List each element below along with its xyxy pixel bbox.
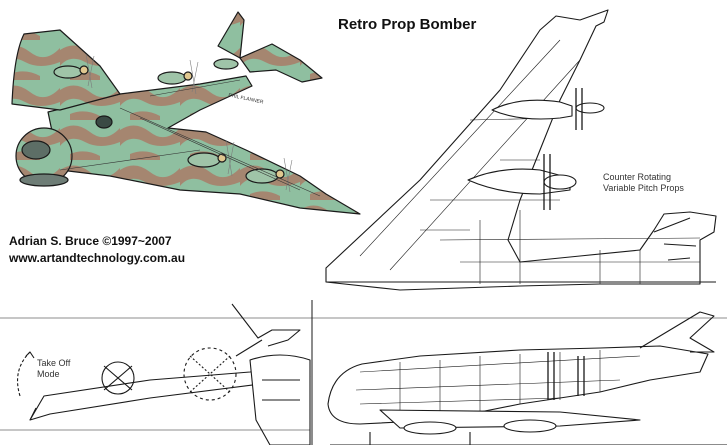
- top-engines: [467, 99, 605, 195]
- top-view: [325, 9, 717, 291]
- website-url: www.artandtechnology.com.au: [9, 251, 186, 265]
- takeoff-annotation-line2: Mode: [37, 369, 60, 379]
- props-annotation-line2: Variable Pitch Props: [603, 183, 684, 193]
- side-view-cruise: [327, 311, 727, 445]
- side-engines: [403, 352, 585, 435]
- takeoff-annotation-line1: Take Off: [37, 358, 71, 368]
- takeoff-props: [101, 347, 237, 401]
- props-annotation-line1: Counter Rotating: [603, 172, 672, 182]
- tail-fin-upper: [217, 11, 245, 59]
- fuselage: [327, 345, 709, 425]
- color-rendering: [11, 11, 361, 215]
- drawing-title: Retro Prop Bomber: [338, 16, 477, 33]
- artist-credit: Adrian S. Bruce ©1997~2007: [9, 234, 172, 248]
- top-props: [543, 88, 583, 210]
- dorsal-turret: [95, 115, 113, 129]
- wing-outline: [325, 9, 717, 291]
- cockpit-window: [21, 140, 51, 160]
- rotation-arrow: [17, 351, 31, 397]
- tail-wing-right: [239, 43, 323, 83]
- side-view-takeoff: [0, 303, 311, 445]
